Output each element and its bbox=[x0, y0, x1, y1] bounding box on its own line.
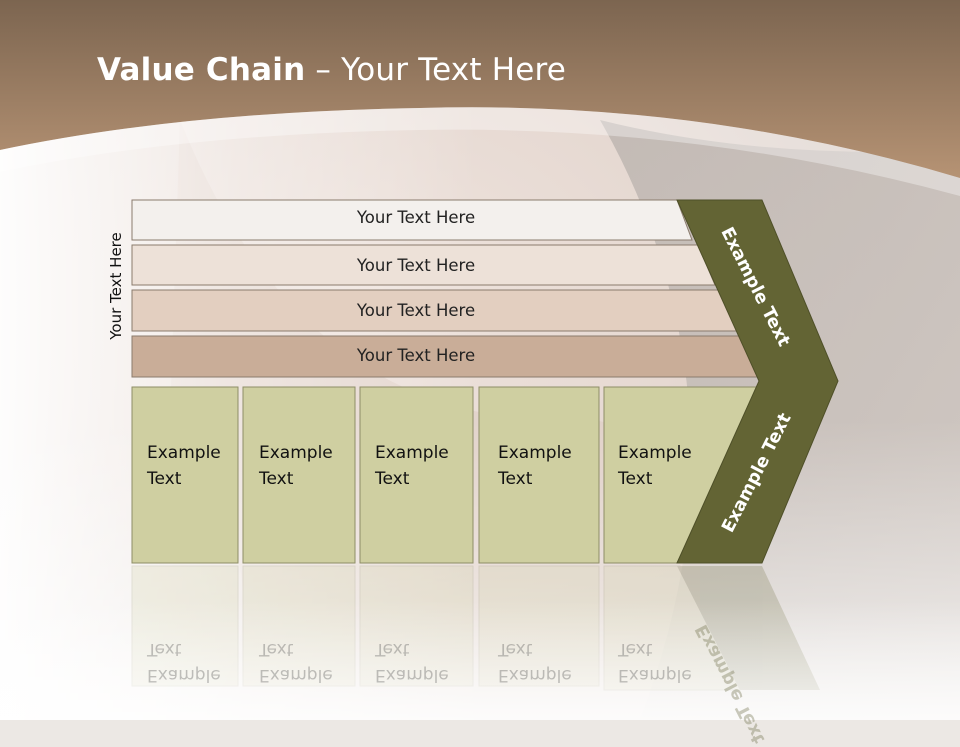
box-2-line1: Example bbox=[259, 443, 333, 463]
row-shape-1 bbox=[131, 199, 693, 241]
box-4-line1: Example bbox=[498, 443, 572, 463]
box-reflection-2: Example Text bbox=[259, 636, 333, 688]
box-reflection-4: Example Text bbox=[498, 636, 572, 688]
box-3-line2: Text bbox=[375, 469, 410, 489]
box-4-reflection-line1: Example bbox=[498, 665, 572, 685]
box-reflection-3: Example Text bbox=[375, 636, 449, 688]
row-label-2: Your Text Here bbox=[356, 256, 476, 275]
box-3-reflection-line1: Example bbox=[375, 665, 449, 685]
slide-background bbox=[0, 0, 960, 720]
box-2-reflection-line2: Text bbox=[259, 639, 294, 659]
box-1-reflection-line1: Example bbox=[147, 665, 221, 685]
box-4-reflection-line2: Text bbox=[498, 639, 533, 659]
box-shape-1 bbox=[131, 386, 239, 564]
side-label: Your Text Here bbox=[107, 232, 125, 340]
box-4-line2: Text bbox=[498, 469, 533, 489]
slide-title: Value Chain – Your Text Here bbox=[97, 52, 566, 88]
box-reflection-1: Example Text bbox=[147, 636, 221, 688]
chevron-shape bbox=[676, 199, 839, 564]
box-1-line1: Example bbox=[147, 443, 221, 463]
box-1-reflection-line2: Text bbox=[147, 639, 182, 659]
box-5-reflection-line1: Example bbox=[618, 665, 692, 685]
box-5-reflection-line2: Text bbox=[618, 639, 653, 659]
title-rest: – Your Text Here bbox=[305, 52, 567, 88]
row-label-1: Your Text Here bbox=[356, 208, 476, 227]
title-bold: Value Chain bbox=[97, 52, 306, 88]
box-reflection-5: Example Text bbox=[618, 636, 692, 688]
box-shape-4 bbox=[478, 386, 600, 564]
box-5-line1: Example bbox=[618, 443, 692, 463]
row-label-3: Your Text Here bbox=[356, 301, 476, 320]
row-label-4: Your Text Here bbox=[356, 346, 476, 365]
box-2-reflection-line1: Example bbox=[259, 665, 333, 685]
box-3-line1: Example bbox=[375, 443, 449, 463]
box-1-line2: Text bbox=[147, 469, 182, 489]
box-shape-3 bbox=[359, 386, 474, 564]
box-shape-2 bbox=[242, 386, 356, 564]
box-3-reflection-line2: Text bbox=[375, 639, 410, 659]
box-2-line2: Text bbox=[259, 469, 294, 489]
box-5-line2: Text bbox=[618, 469, 653, 489]
